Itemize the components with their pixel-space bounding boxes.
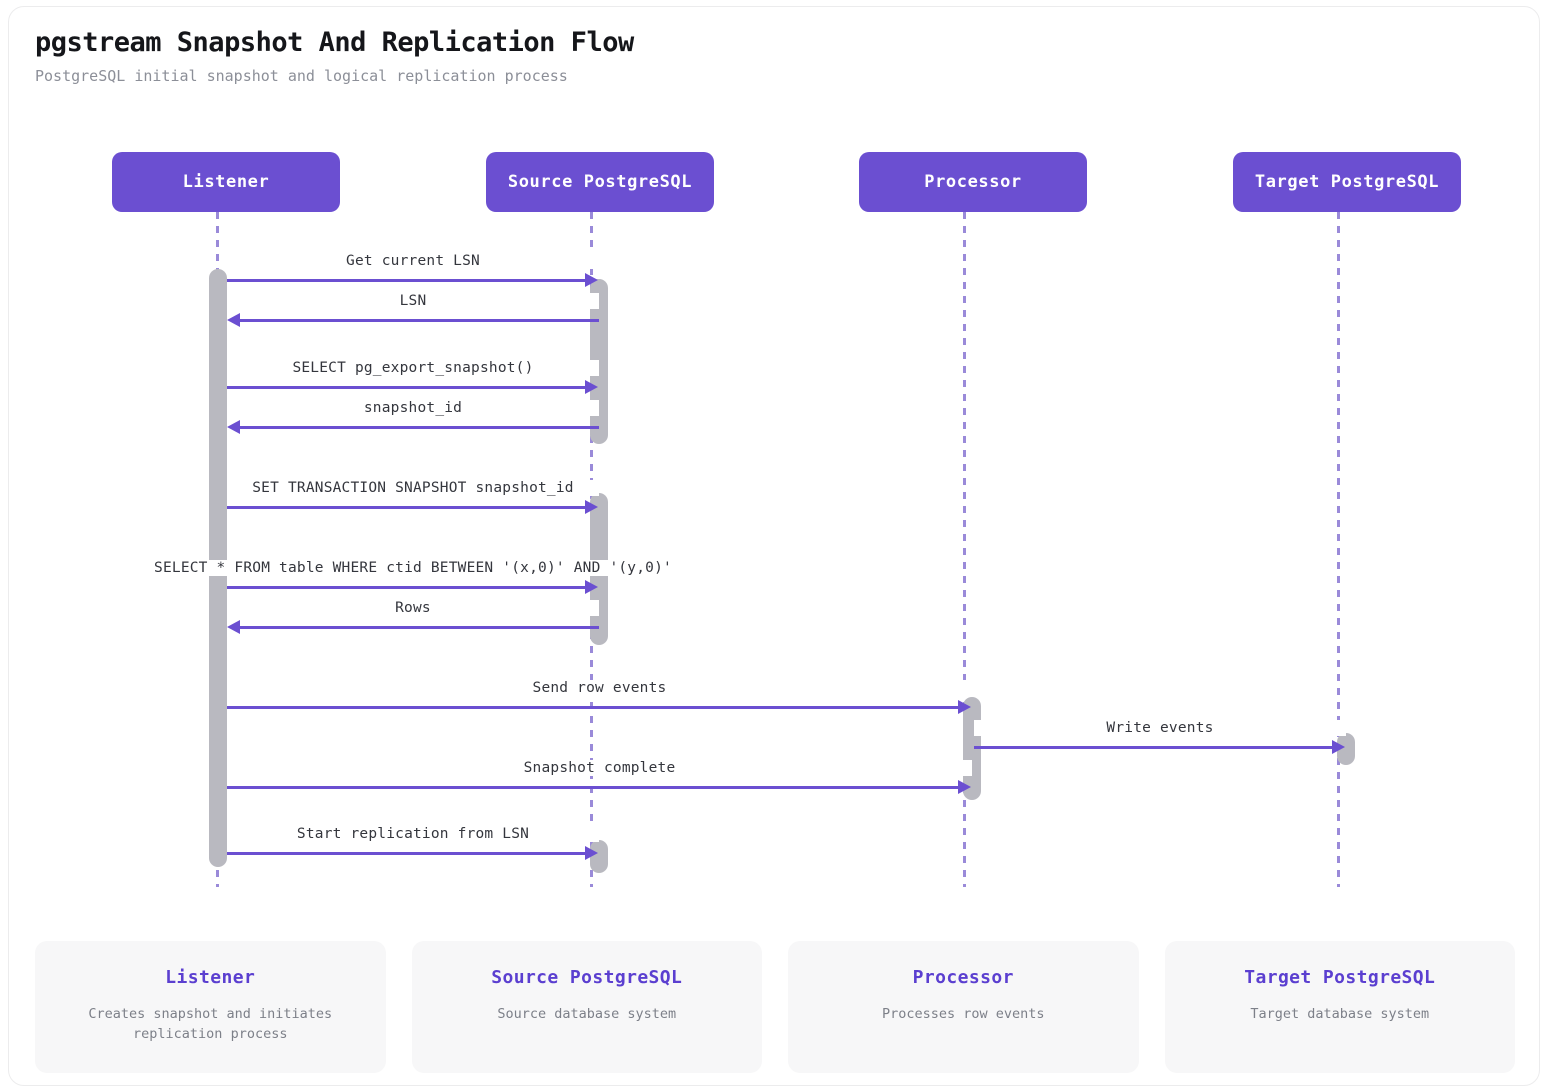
- legend-card-source-postgresql: Source PostgreSQL Source database system: [411, 941, 762, 1073]
- arrowhead-left-icon: [227, 620, 240, 634]
- message-label: snapshot_id: [227, 400, 599, 416]
- message-line: [227, 706, 960, 709]
- message-label: Send row events: [227, 680, 972, 696]
- message-line: [239, 626, 599, 629]
- legend-title: Processor: [912, 967, 1014, 988]
- page-subtitle: PostgreSQL initial snapshot and logical …: [35, 67, 568, 85]
- legend-description: Source database system: [497, 1006, 677, 1022]
- legend-title: Target PostgreSQL: [1244, 967, 1436, 988]
- arrowhead-right-icon: [585, 500, 598, 514]
- diagram-card: pgstream Snapshot And Replication Flow P…: [8, 6, 1540, 1086]
- legend-title: Source PostgreSQL: [491, 967, 683, 988]
- participant-label: Processor: [924, 172, 1022, 192]
- arrowhead-left-icon: [227, 420, 240, 434]
- message-line: [227, 386, 587, 389]
- arrowhead-left-icon: [227, 313, 240, 327]
- message-label: Write events: [974, 720, 1346, 736]
- legend-description: Creates snapshot and initiates replicati…: [88, 1006, 333, 1043]
- lifeline-processor: [963, 212, 966, 887]
- message-label: Snapshot complete: [227, 760, 972, 776]
- legend-description: Processes row events: [881, 1006, 1045, 1022]
- legend-description: Target database system: [1250, 1006, 1430, 1022]
- message-label: Get current LSN: [227, 253, 599, 269]
- arrowhead-right-icon: [585, 273, 598, 287]
- participant-label: Source PostgreSQL: [507, 172, 693, 192]
- message-line: [239, 426, 599, 429]
- participant-label: Target PostgreSQL: [1254, 172, 1440, 192]
- message-label: Start replication from LSN: [227, 826, 599, 842]
- message-line: [239, 319, 599, 322]
- message-line: [227, 786, 960, 789]
- participant-listener[interactable]: Listener: [112, 152, 340, 212]
- participant-processor[interactable]: Processor: [859, 152, 1087, 212]
- sequence-diagram-canvas: Listener Source PostgreSQL Processor Tar…: [9, 7, 1539, 937]
- message-label: SELECT * FROM table WHERE ctid BETWEEN '…: [147, 560, 679, 576]
- page-title: pgstream Snapshot And Replication Flow: [35, 27, 634, 58]
- message-line: [227, 279, 587, 282]
- message-label: Rows: [227, 600, 599, 616]
- legend-title: Listener: [165, 967, 256, 988]
- arrowhead-right-icon: [958, 700, 971, 714]
- lifeline-target: [1337, 212, 1340, 887]
- legend-card-listener: Listener Creates snapshot and initiates …: [35, 941, 386, 1073]
- arrowhead-right-icon: [1332, 740, 1345, 754]
- message-line: [227, 506, 587, 509]
- arrowhead-right-icon: [585, 380, 598, 394]
- message-label: SELECT pg_export_snapshot(): [227, 360, 599, 376]
- legend-card-processor: Processor Processes row events: [788, 941, 1139, 1073]
- message-line: [227, 852, 587, 855]
- message-label: LSN: [227, 293, 599, 309]
- participant-target-postgresql[interactable]: Target PostgreSQL: [1233, 152, 1461, 212]
- participant-label: Listener: [182, 172, 270, 192]
- legend-card-target-postgresql: Target PostgreSQL Target database system: [1164, 941, 1515, 1073]
- arrowhead-right-icon: [585, 580, 598, 594]
- message-line: [974, 746, 1334, 749]
- arrowhead-right-icon: [585, 846, 598, 860]
- participant-source-postgresql[interactable]: Source PostgreSQL: [486, 152, 714, 212]
- legend: Listener Creates snapshot and initiates …: [35, 941, 1515, 1073]
- message-line: [227, 586, 587, 589]
- arrowhead-right-icon: [958, 780, 971, 794]
- header: pgstream Snapshot And Replication Flow P…: [35, 27, 634, 85]
- message-label: SET TRANSACTION SNAPSHOT snapshot_id: [227, 480, 599, 496]
